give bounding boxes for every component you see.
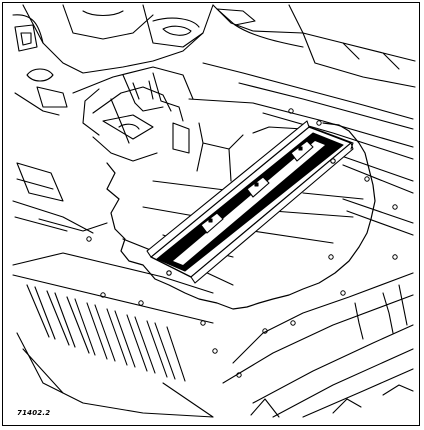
- illustration-frame: 71402.2: [2, 2, 420, 426]
- rivet-holes: [86, 108, 398, 378]
- center-tunnel-structure: [72, 66, 194, 162]
- rail-notches: [208, 146, 303, 223]
- vehicle-floor-cutaway-drawing: [12, 4, 416, 418]
- rail-lock-plates: [200, 140, 314, 234]
- figure-reference-number: 71402.2: [17, 409, 51, 417]
- seat-rail-assembly: [146, 120, 354, 284]
- floor-panel-ribs: [12, 62, 414, 418]
- engine-bay-structure: [12, 4, 304, 116]
- right-sill-structure: [288, 4, 416, 88]
